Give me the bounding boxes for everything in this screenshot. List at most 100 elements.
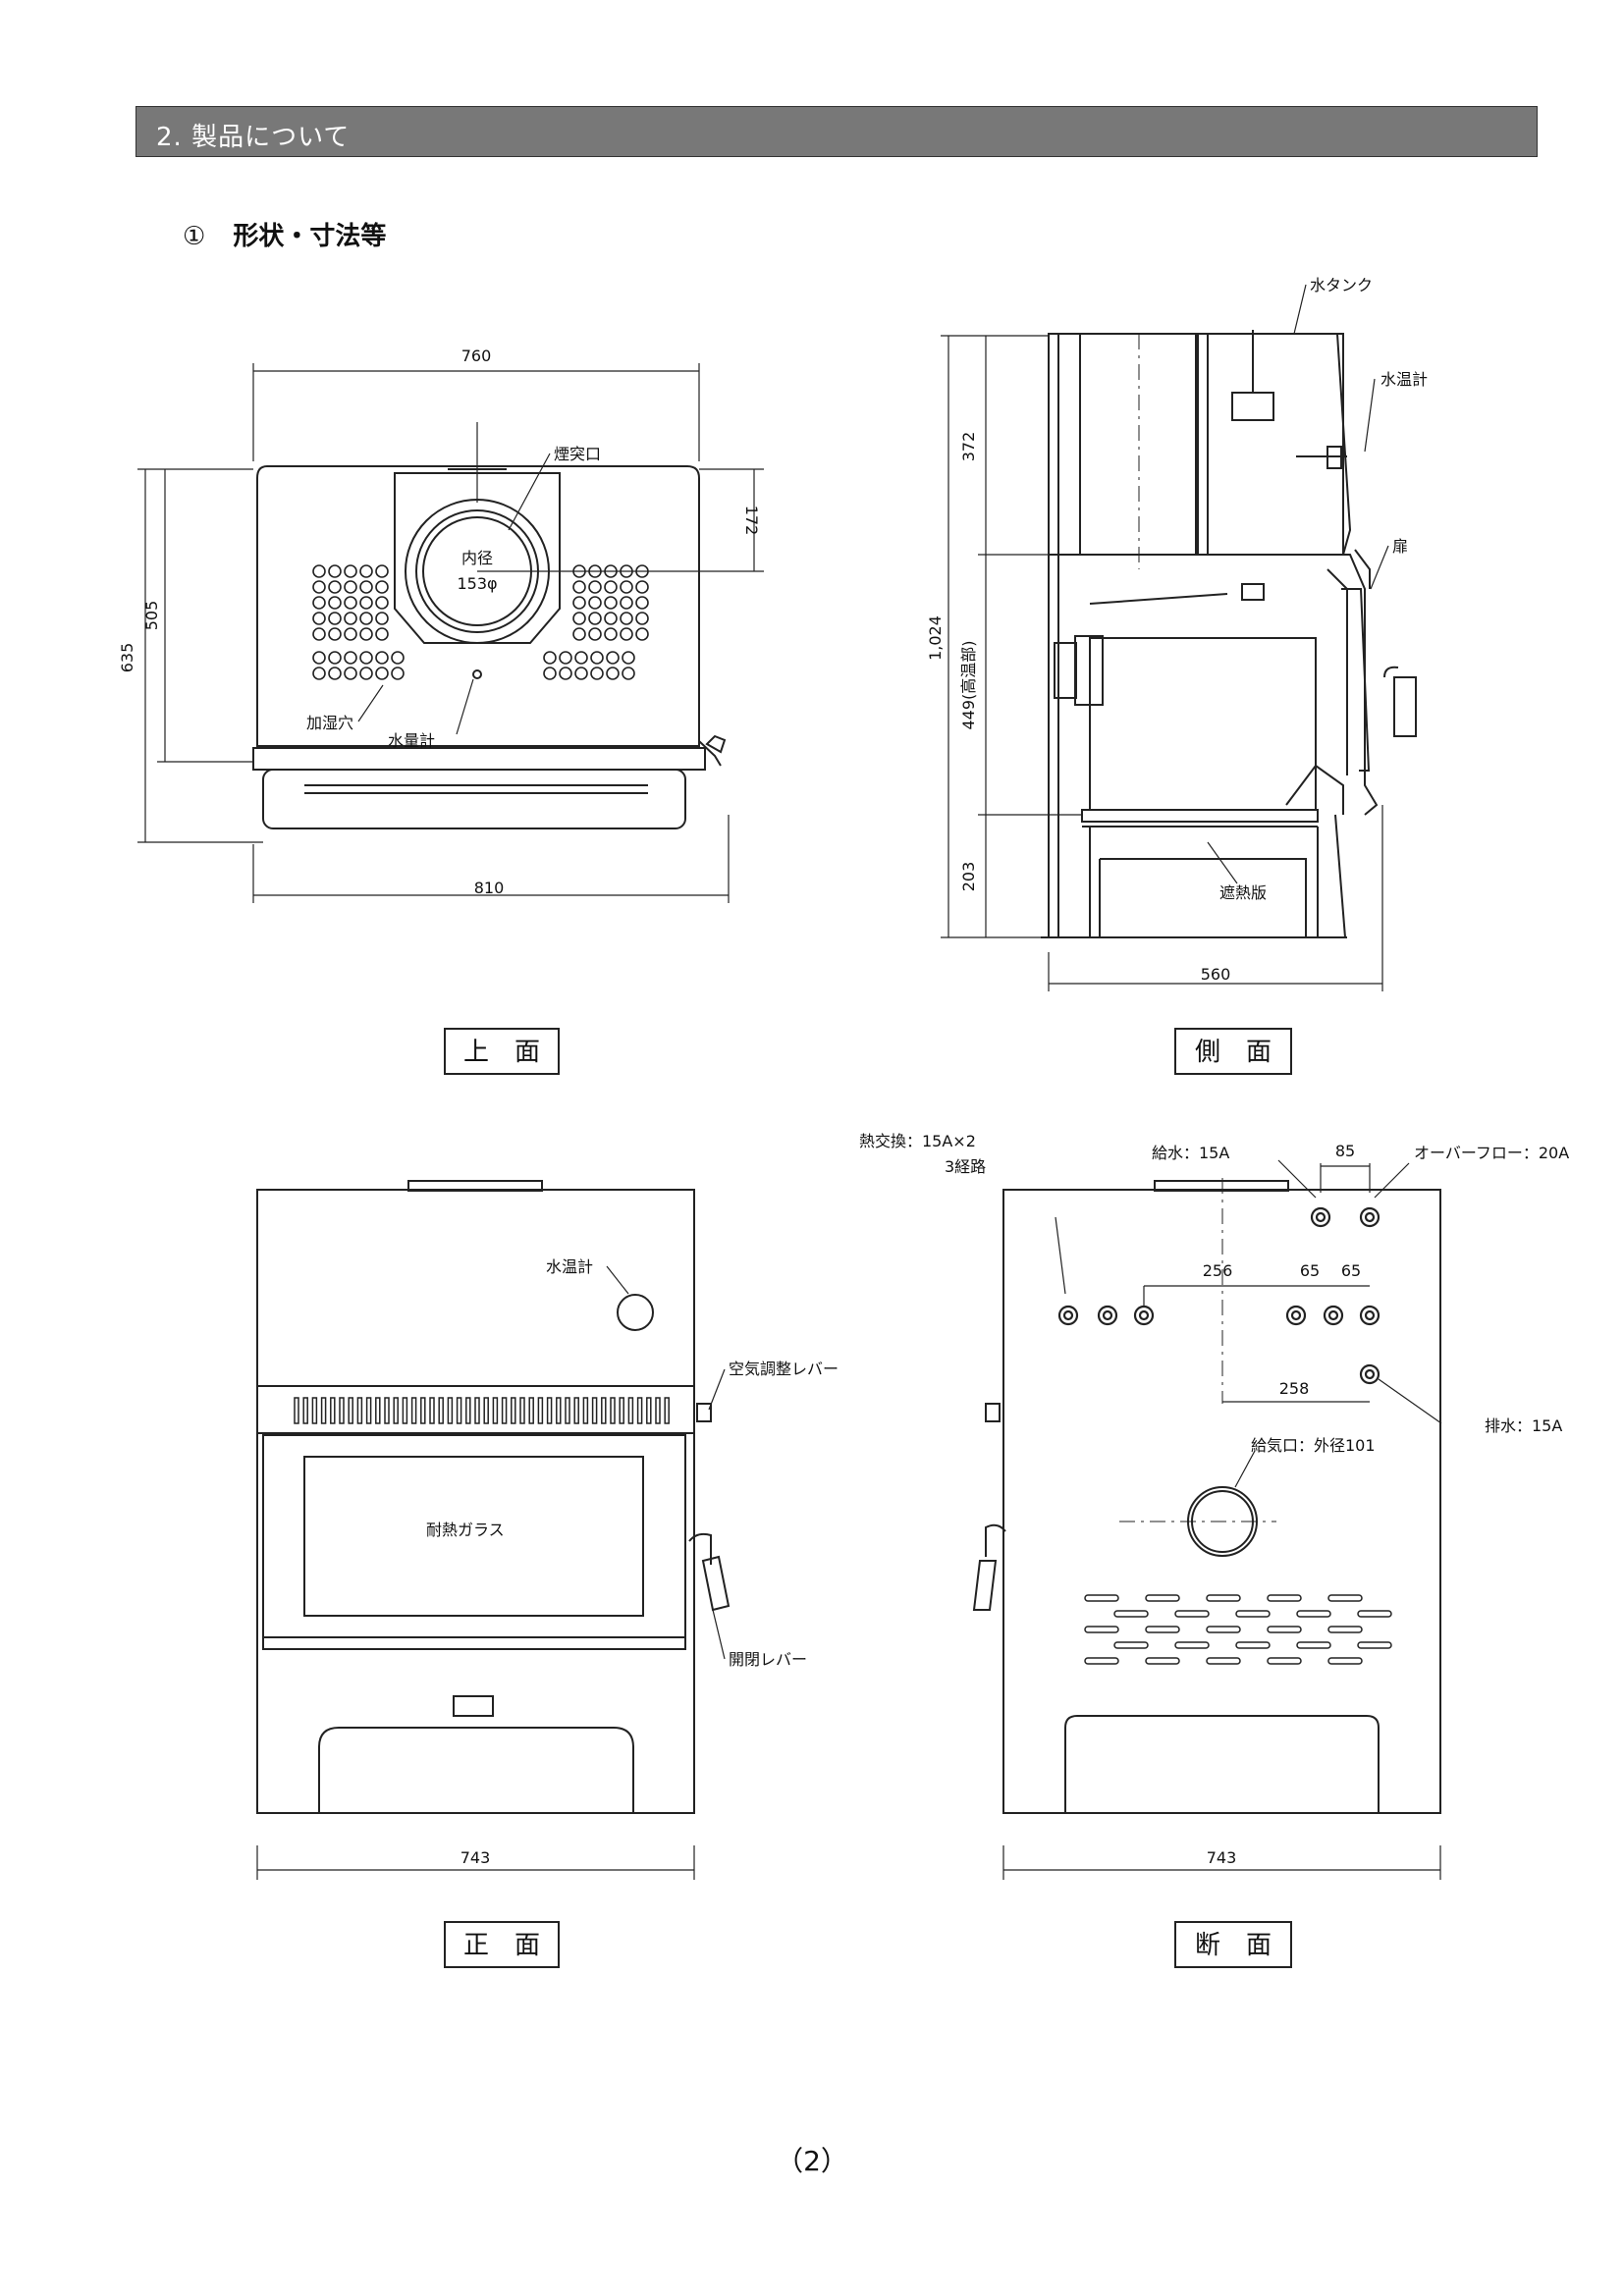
dim-side-449: 449(高温部) (959, 640, 978, 729)
humidifier-hole (375, 651, 389, 665)
vent-slot (528, 1397, 534, 1424)
humidifier-hole (620, 564, 633, 578)
vent-slot (375, 1397, 381, 1424)
humidifier-hole (359, 596, 373, 610)
rear-vent-slot (1113, 1641, 1149, 1649)
humidifier-hole (328, 651, 342, 665)
pipe-port-inner (1290, 1309, 1302, 1321)
humidifier-hole (344, 651, 357, 665)
humidifier-hole (606, 667, 620, 680)
dim-rear-85: 85 (1335, 1142, 1355, 1160)
humidifier-hole (635, 612, 649, 625)
vent-slot (537, 1397, 544, 1424)
vent-slot (627, 1397, 634, 1424)
humidifier-hole (375, 580, 389, 594)
humidifier-hole (635, 564, 649, 578)
dim-side-203: 203 (959, 862, 978, 892)
humidifier-hole (375, 612, 389, 625)
humidifier-hole (572, 612, 586, 625)
humidifier-hole (588, 564, 602, 578)
humidifier-hole (359, 667, 373, 680)
humidifier-hole (375, 667, 389, 680)
pipe-port-inner (1315, 1211, 1326, 1223)
caption-top-view: 上 面 (463, 1038, 540, 1067)
vent-slot (356, 1397, 363, 1424)
section-header-title: 2. 製品について (156, 123, 351, 152)
vent-slot (565, 1397, 570, 1424)
rear-vent-slot (1084, 1657, 1119, 1665)
rear-vent-slot (1327, 1626, 1363, 1633)
pipe-port (1133, 1305, 1155, 1326)
humidifier-hole (590, 667, 604, 680)
dim-front-width-743: 743 (460, 1848, 491, 1867)
humidifier-hole (312, 627, 326, 641)
humidifier-hole (622, 651, 635, 665)
vent-slot (601, 1397, 607, 1424)
humidifier-hole (588, 596, 602, 610)
pipe-port (1359, 1305, 1380, 1326)
humidifier-hole (588, 580, 602, 594)
vent-slot (294, 1397, 299, 1424)
label-heat-exchange: 熱交換：15A×2 (859, 1132, 976, 1150)
pipe-port (1285, 1305, 1307, 1326)
rear-view-drawing (972, 1159, 1442, 1880)
vent-slot (365, 1397, 372, 1424)
rear-vent-slot (1113, 1610, 1149, 1618)
label-door: 扉 (1392, 537, 1408, 556)
dim-rear-width-743: 743 (1207, 1848, 1237, 1867)
vent-slot (664, 1397, 670, 1424)
caption-box-top (444, 1028, 560, 1075)
label-humidifier-holes: 加湿穴 (306, 714, 353, 732)
section-header-bar: 2. 製品について (135, 106, 1538, 157)
vent-slot (465, 1397, 471, 1424)
rear-vent-slot (1206, 1626, 1241, 1633)
vent-slot (519, 1397, 525, 1424)
humidifier-hole (312, 612, 326, 625)
humidifier-hole (620, 580, 633, 594)
subsection-title: 形状・寸法等 (233, 222, 387, 251)
humidifier-hole (543, 667, 557, 680)
vent-slot (402, 1397, 408, 1424)
pipe-port-inner (1102, 1309, 1113, 1321)
rear-vent-slot (1145, 1594, 1180, 1602)
dim-flue-offset-172: 172 (742, 506, 761, 536)
vent-slot (420, 1397, 426, 1424)
label-water-supply: 給水：15A (1152, 1144, 1229, 1162)
vent-slot (393, 1397, 399, 1424)
vent-slot (320, 1397, 327, 1424)
subsection-number: ① (183, 222, 206, 251)
vent-slot (474, 1397, 480, 1424)
vent-slot (384, 1397, 390, 1424)
humidifier-hole (588, 627, 602, 641)
humidifier-hole (359, 651, 373, 665)
label-drain: 排水：15A (1485, 1416, 1562, 1435)
label-water-tank: 水タンク (1310, 276, 1373, 294)
vent-slot (348, 1397, 353, 1424)
dim-rear-256: 256 (1203, 1261, 1233, 1280)
vent-slot (429, 1397, 435, 1424)
caption-side-view: 側 面 (1195, 1038, 1272, 1067)
vent-slot (591, 1397, 598, 1424)
label-overflow: オーバーフロー：20A (1414, 1144, 1569, 1162)
humidifier-hole (574, 651, 588, 665)
vent-slot (302, 1397, 308, 1424)
label-flue: 煙突口 (554, 445, 601, 463)
humidifier-hole (574, 667, 588, 680)
humidifier-hole (620, 612, 633, 625)
rear-vent-slot (1267, 1594, 1302, 1602)
humidifier-hole (604, 627, 618, 641)
rear-vent-slot (1145, 1657, 1180, 1665)
humidifier-hole (572, 596, 586, 610)
vent-slot (311, 1397, 318, 1424)
humidifier-hole (344, 667, 357, 680)
humidifier-hole (312, 596, 326, 610)
label-air-lever: 空気調整レバー (729, 1360, 839, 1378)
label-air-intake: 給気口：外径101 (1251, 1436, 1376, 1455)
humidifier-hole (375, 564, 389, 578)
vent-slot (619, 1397, 624, 1424)
rear-vent-slot (1296, 1641, 1331, 1649)
label-heat-resistant-glass: 耐熱ガラス (426, 1521, 505, 1539)
dim-top-width-810: 810 (474, 879, 505, 897)
rear-vent-slots (1084, 1594, 1392, 1665)
humidifier-hole (635, 627, 649, 641)
